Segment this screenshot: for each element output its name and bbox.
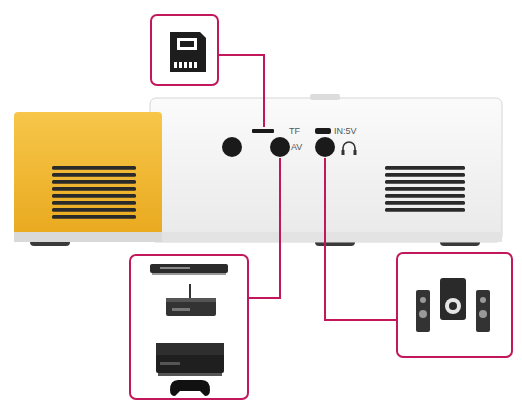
port-label: AV bbox=[291, 143, 302, 152]
cap-base bbox=[14, 232, 162, 242]
port-label: IN:5V bbox=[334, 127, 357, 136]
speakers-icon bbox=[416, 278, 490, 332]
vent-slat bbox=[52, 187, 136, 191]
ports bbox=[222, 128, 357, 157]
top-button bbox=[310, 94, 340, 100]
vent-slat bbox=[52, 194, 136, 198]
body-base bbox=[14, 232, 502, 242]
vent-slat bbox=[385, 187, 465, 191]
set-top-box-icon bbox=[166, 284, 216, 316]
game-console-icon bbox=[156, 343, 224, 396]
vent-slat bbox=[385, 180, 465, 184]
vent-slat bbox=[52, 201, 136, 205]
port-label: TF bbox=[289, 127, 300, 136]
vent-slat bbox=[52, 173, 136, 177]
vent-slat bbox=[52, 180, 136, 184]
dvd-player-icon bbox=[150, 264, 228, 275]
vent-grilles bbox=[52, 166, 465, 219]
yellow-cap bbox=[14, 112, 162, 242]
headphone-symbol bbox=[343, 142, 355, 153]
sd-card-icon bbox=[170, 32, 206, 72]
vent-slat bbox=[385, 173, 465, 177]
vent-slat bbox=[385, 166, 465, 170]
leader-lines bbox=[218, 55, 397, 320]
vent-slat bbox=[52, 208, 136, 212]
vent-slat bbox=[385, 208, 465, 212]
vent-slat bbox=[52, 215, 136, 219]
vent-slat bbox=[52, 166, 136, 170]
vent-slat bbox=[385, 201, 465, 205]
vent-slat bbox=[385, 194, 465, 198]
callout-boxes bbox=[130, 15, 512, 399]
